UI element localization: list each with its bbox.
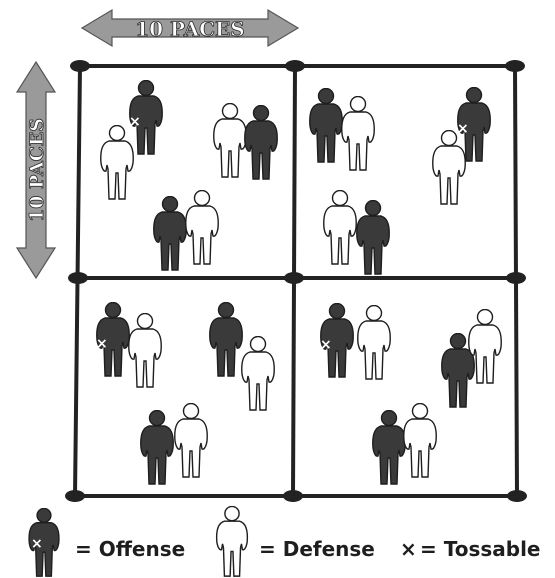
vertical-measure-arrow: 10 PACES [15, 60, 57, 280]
legend-tossable-held-icon: × [31, 536, 43, 552]
defense-player [213, 103, 247, 178]
vertical-measure-label: 10 PACES [26, 118, 48, 222]
defense-player [128, 313, 162, 388]
post-marker [285, 60, 305, 72]
legend-offense-label: = Offense [75, 537, 185, 561]
legend-defense-label: = Defense [259, 537, 375, 561]
post-marker [505, 60, 525, 72]
legend: × = Offense = Defense × = Tossable [28, 506, 541, 577]
horizontal-measure-label: 10 PACES [135, 17, 245, 41]
tossable-marker-icon: × [320, 337, 332, 353]
post-marker [284, 272, 304, 284]
defense-player [241, 336, 275, 411]
defense-person-icon [128, 313, 162, 388]
defense-player [403, 403, 437, 478]
post-marker [70, 60, 90, 72]
tossable-marker-icon: × [96, 336, 108, 352]
defense-person-icon [241, 336, 275, 411]
post-marker [68, 272, 88, 284]
defense-player [323, 190, 357, 265]
offense-player [372, 410, 406, 485]
post-marker [506, 272, 526, 284]
offense-player [153, 196, 187, 271]
defense-player [341, 96, 375, 171]
defense-player [174, 403, 208, 478]
offense-person-icon [140, 410, 174, 485]
post-marker [283, 490, 303, 502]
defense-player [185, 190, 219, 265]
post-marker [507, 490, 527, 502]
offense-player: × [457, 87, 491, 162]
tossable-marker-icon: × [457, 121, 469, 137]
defense-person-icon [174, 403, 208, 478]
defense-person-icon [357, 305, 391, 380]
defense-person-icon [213, 103, 247, 178]
defense-player [100, 125, 134, 200]
legend-offense: × = Offense [28, 508, 185, 577]
field-posts [65, 60, 527, 502]
defense-person-icon [432, 130, 466, 205]
horizontal-measure-arrow: 10 PACES [80, 8, 300, 48]
offense-player: × [129, 80, 163, 155]
offense-player [140, 410, 174, 485]
offense-person-icon [209, 302, 243, 377]
post-marker [65, 490, 85, 502]
offense-player: × [320, 303, 354, 378]
defense-person-icon [215, 506, 249, 577]
defense-person-icon [100, 125, 134, 200]
defense-player [357, 305, 391, 380]
players-layer: × × × × [96, 80, 502, 485]
tossable-marker-icon: × [129, 114, 141, 130]
offense-player [209, 302, 243, 377]
offense-player [356, 200, 390, 275]
legend-tossable-label: = Tossable [420, 537, 541, 561]
offense-person-icon [153, 196, 187, 271]
offense-player [244, 105, 278, 180]
offense-player: × [96, 302, 130, 377]
defense-player [432, 130, 466, 205]
offense-person-icon [244, 105, 278, 180]
defense-person-icon [403, 403, 437, 478]
offense-player [309, 88, 343, 163]
tossable-icon: × [400, 537, 417, 561]
defense-person-icon [341, 96, 375, 171]
legend-tossable: × = Tossable [400, 537, 541, 561]
defense-person-icon [185, 190, 219, 265]
defense-person-icon [323, 190, 357, 265]
legend-defense: = Defense [215, 506, 375, 577]
offense-person-icon [356, 200, 390, 275]
offense-person-icon [372, 410, 406, 485]
offense-person-icon [309, 88, 343, 163]
